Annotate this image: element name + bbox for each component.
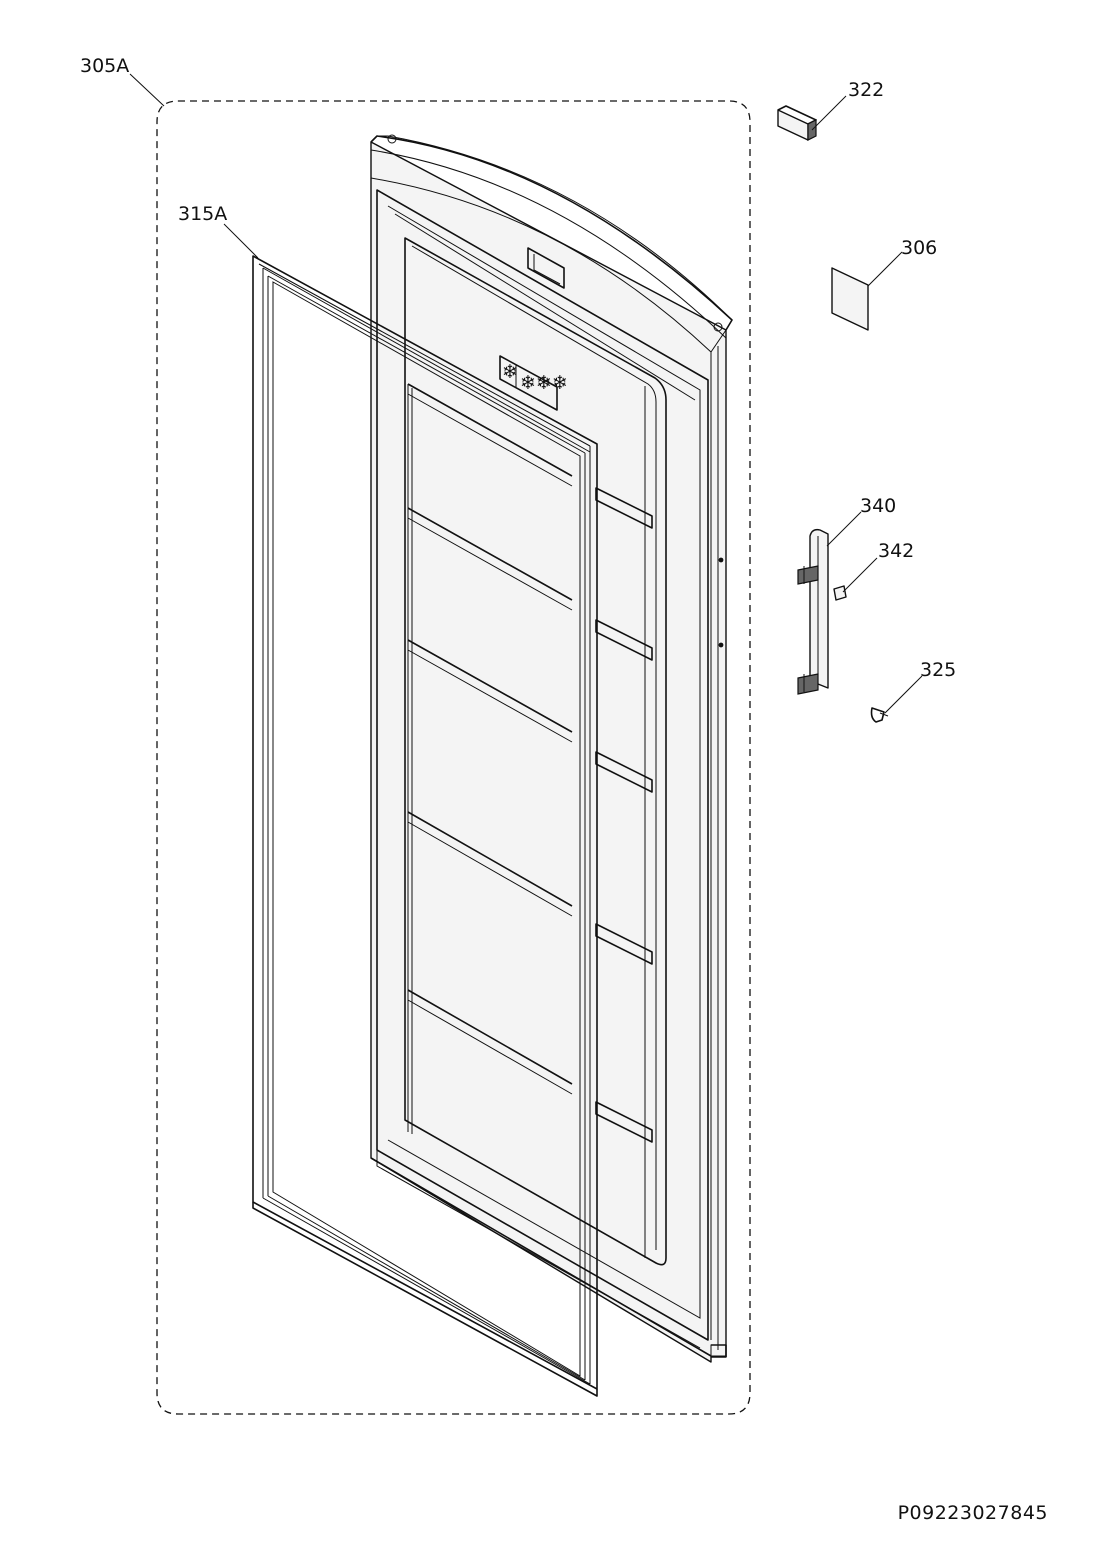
leader-315A xyxy=(223,223,259,259)
leader-325 xyxy=(884,675,923,714)
label-322: 322 xyxy=(848,79,884,101)
door-gasket xyxy=(252,255,598,1397)
label-340: 340 xyxy=(860,495,896,517)
door-shelf-5 xyxy=(595,1101,653,1143)
leader-342 xyxy=(842,557,878,593)
drawing-number: P09223027845 xyxy=(897,1502,1048,1524)
svg-text:❄: ❄ xyxy=(502,361,518,383)
leader-306 xyxy=(867,251,903,287)
leader-322 xyxy=(811,95,847,131)
label-342: 342 xyxy=(878,540,914,562)
door-shelf-3 xyxy=(595,751,653,793)
door-shelf-1 xyxy=(595,487,653,529)
part-322-cover-cap xyxy=(777,105,817,141)
part-340-handle xyxy=(797,528,829,695)
part-342-insert xyxy=(833,585,847,601)
leader-340 xyxy=(826,511,862,547)
part-306-label-plate xyxy=(831,267,869,331)
label-315A: 315A xyxy=(178,203,227,225)
door-body: ❄ ❄❄❄ xyxy=(370,134,733,1363)
door-assembly-boundary xyxy=(156,100,751,1415)
door-shelf-2 xyxy=(595,619,653,661)
label-305A: 305A xyxy=(80,55,129,77)
svg-text:❄❄❄: ❄❄❄ xyxy=(520,372,568,394)
door-shelf-4 xyxy=(595,923,653,965)
label-325: 325 xyxy=(920,659,956,681)
label-306: 306 xyxy=(901,237,937,259)
leader-305A xyxy=(129,73,165,107)
part-325-screw xyxy=(870,707,889,723)
